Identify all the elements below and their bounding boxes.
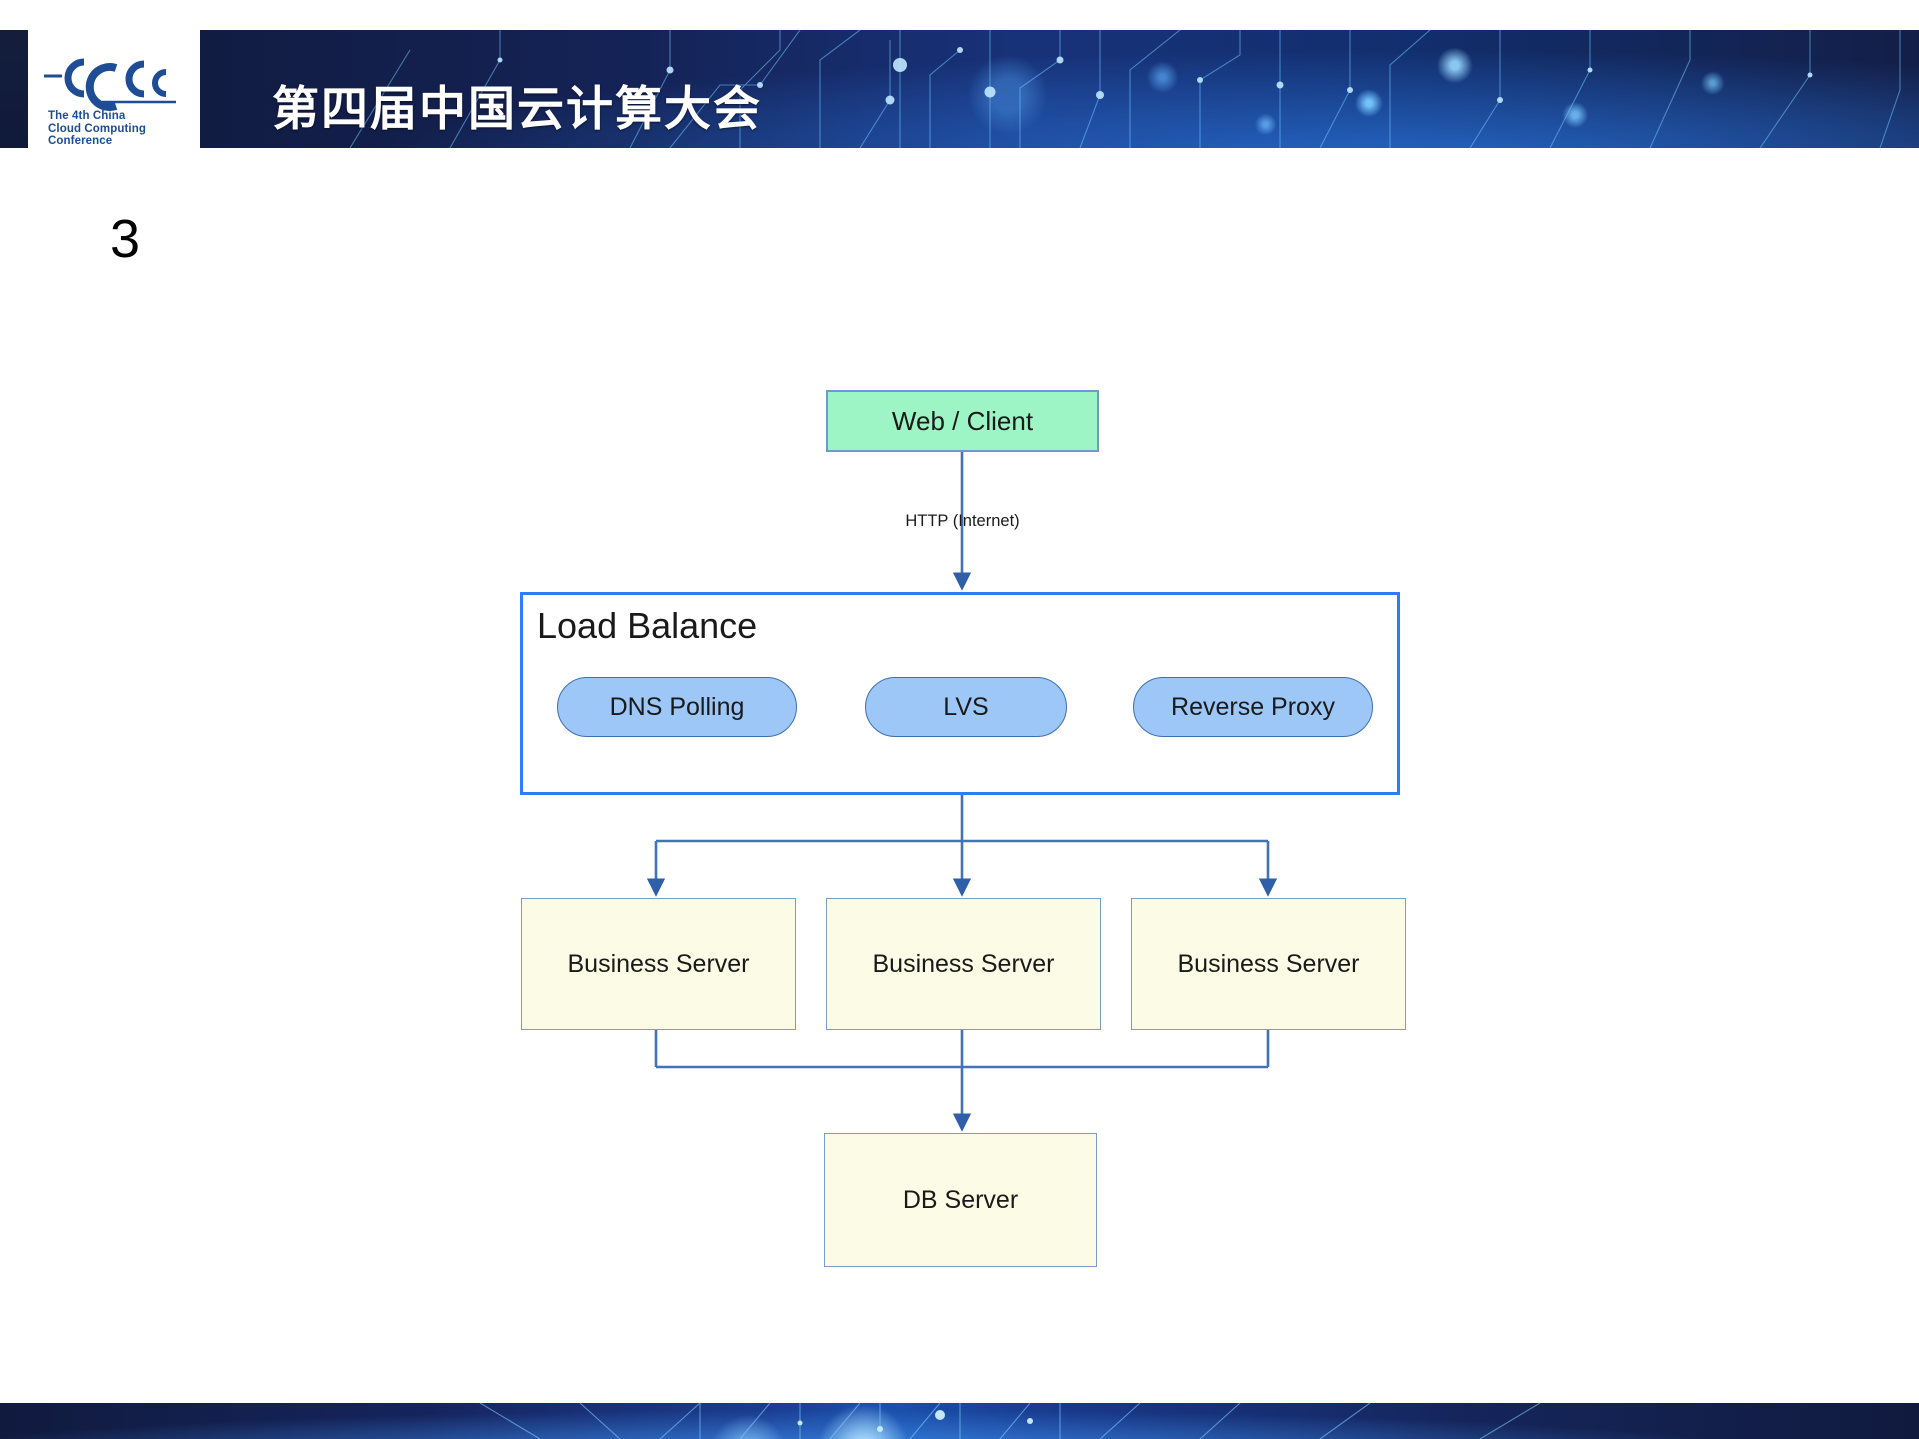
footer-banner [0, 1403, 1919, 1439]
lb-method-lvs[interactable]: LVS [865, 677, 1067, 737]
slide-number: 3 [110, 209, 141, 269]
node-business-server-label: Business Server [1177, 949, 1360, 978]
node-business-server[interactable]: Business Server [826, 898, 1101, 1030]
edge-label-http: HTTP (Internet) [905, 512, 1020, 530]
conference-logo: The 4th China Cloud Computing Conference [40, 52, 190, 148]
node-db-server-label: DB Server [902, 1185, 1019, 1214]
lb-method-reverse-proxy[interactable]: Reverse Proxy [1133, 677, 1373, 737]
cccc-logo-icon [44, 58, 176, 111]
node-load-balance[interactable]: Load Balance DNS Polling LVS Reverse Pro… [520, 592, 1400, 795]
logo-caption-line2: Cloud Computing [48, 122, 146, 135]
logo-caption: The 4th China Cloud Computing Conference [48, 110, 188, 148]
circuit-graphic-icon [479, 1403, 1541, 1439]
conference-title: 第四届中国云计算大会 [272, 82, 762, 137]
load-balance-title: Load Balance [537, 605, 758, 646]
node-web-client-label: Web / Client [891, 405, 1034, 436]
logo-caption-line1: The 4th China [48, 110, 126, 122]
node-db-server[interactable]: DB Server [824, 1133, 1097, 1267]
header-left-strip [0, 30, 28, 148]
node-business-server[interactable]: Business Server [1131, 898, 1406, 1030]
node-business-server-label: Business Server [872, 949, 1055, 978]
node-business-server[interactable]: Business Server [521, 898, 796, 1030]
node-web-client[interactable]: Web / Client [826, 390, 1099, 452]
lb-method-dns-polling[interactable]: DNS Polling [557, 677, 797, 737]
logo-caption-line3: Conference [48, 135, 113, 147]
lb-method-label: Reverse Proxy [1171, 692, 1335, 721]
lb-method-label: DNS Polling [609, 692, 745, 721]
lb-method-label: LVS [943, 692, 989, 721]
node-business-server-label: Business Server [567, 949, 750, 978]
